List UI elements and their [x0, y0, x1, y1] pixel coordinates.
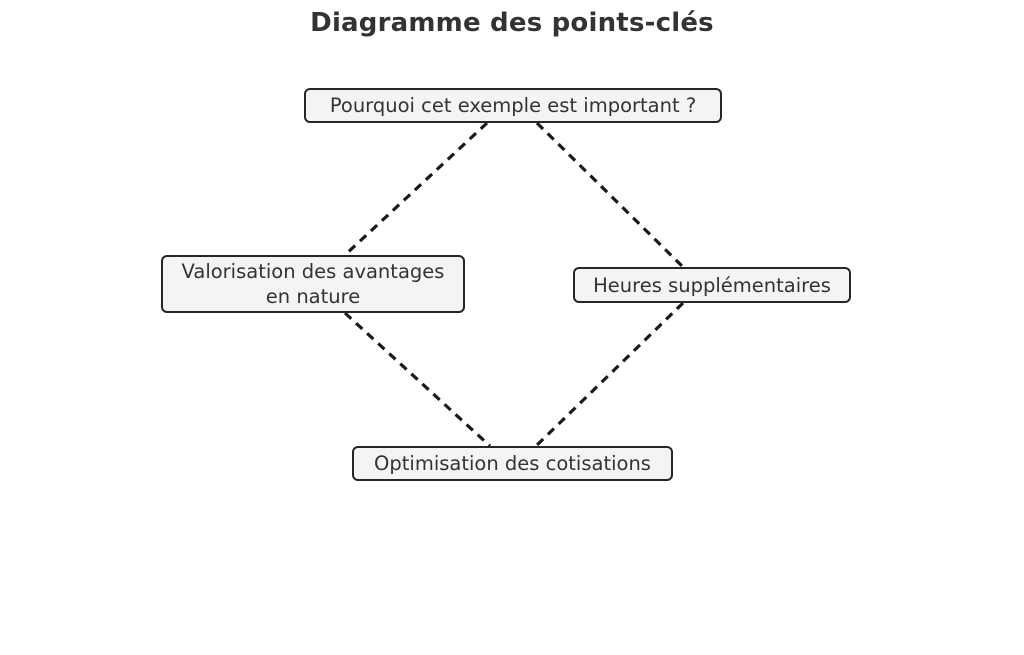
node-pourquoi-cet-exemple-est-important[interactable]: Pourquoi cet exemple est important ?	[304, 88, 722, 123]
edge-top-to-right	[535, 121, 685, 269]
page-title: Diagramme des points-clés	[310, 8, 714, 38]
node-valorisation-des-avantages-en-nature[interactable]: Valorisation des avantages en nature	[161, 255, 465, 313]
edge-right-to-bottom	[534, 301, 685, 448]
edge-left-to-bottom	[343, 311, 492, 448]
node-optimisation-des-cotisations[interactable]: Optimisation des cotisations	[352, 446, 673, 481]
node-heures-supplementaires[interactable]: Heures supplémentaires	[573, 267, 851, 303]
edge-top-to-left	[343, 121, 489, 257]
